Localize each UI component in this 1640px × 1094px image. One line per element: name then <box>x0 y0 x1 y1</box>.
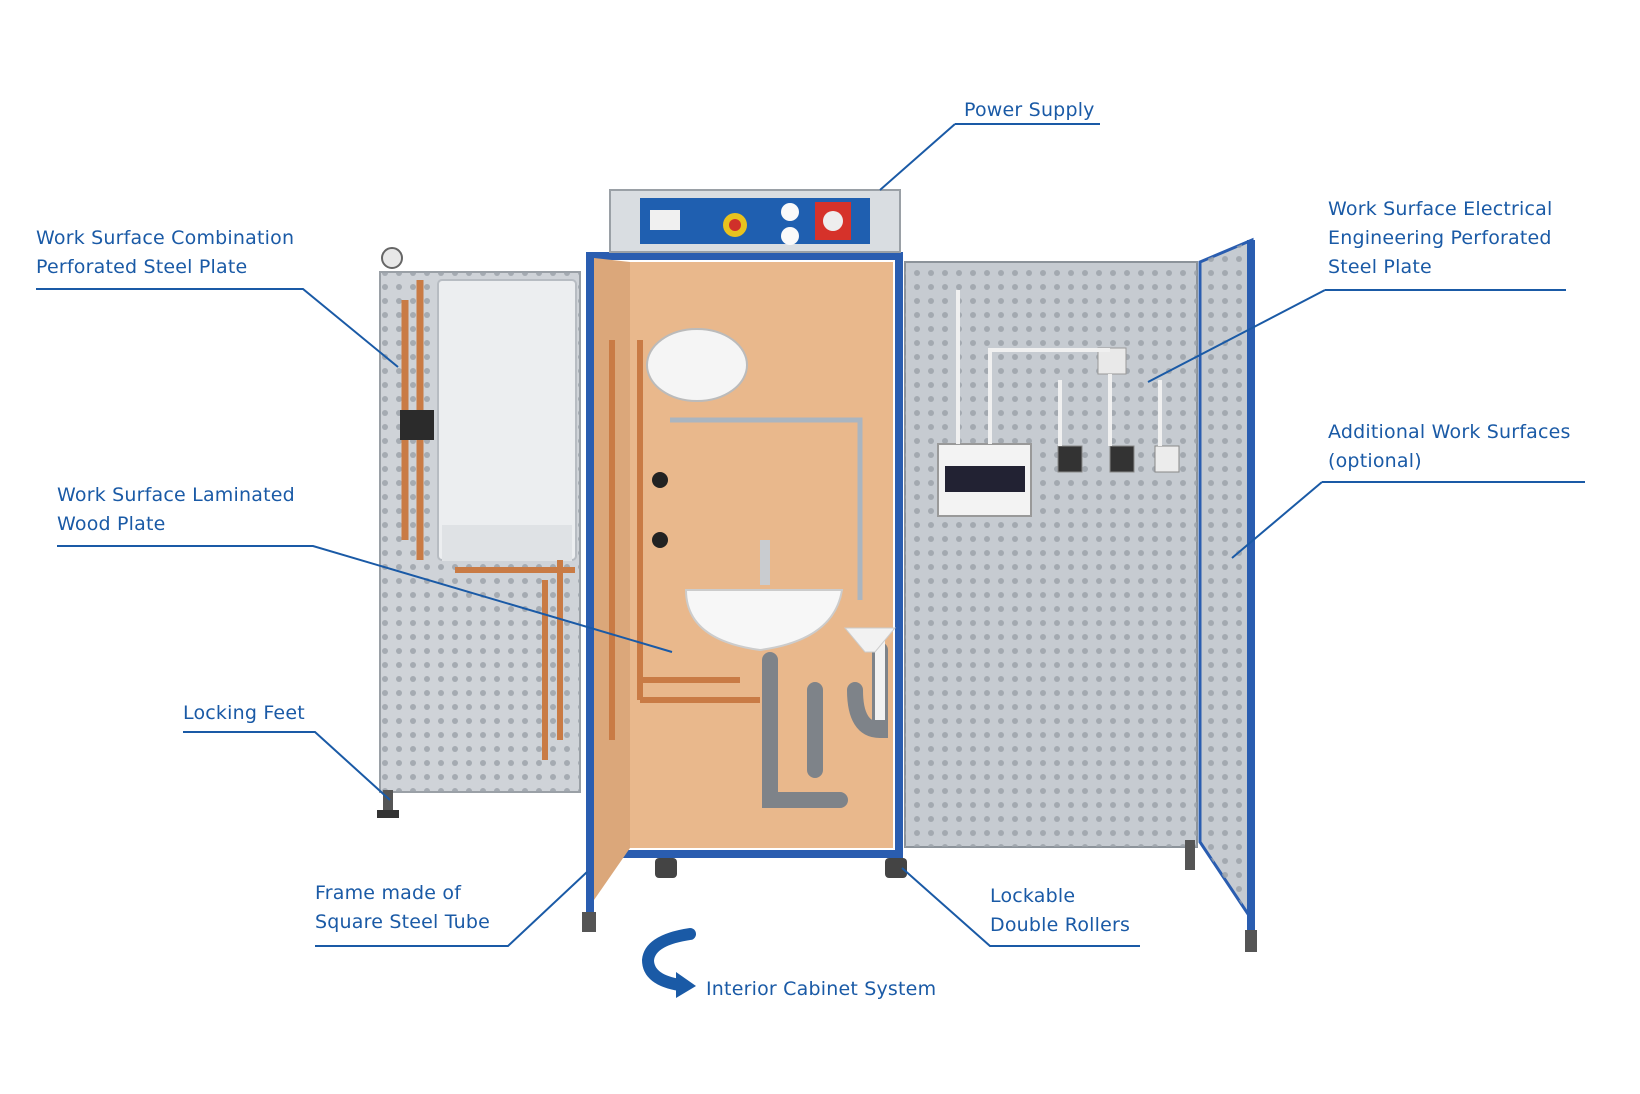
leader-additional-surfaces <box>1231 481 1585 559</box>
pressure-gauge <box>381 247 403 269</box>
label-additional-surfaces: Additional Work Surfaces (optional) <box>1328 418 1571 476</box>
switch-2 <box>1109 445 1135 473</box>
label-interior-cabinet: Interior Cabinet System <box>706 975 936 1004</box>
label-wood-plate-line2: Wood Plate <box>57 513 166 535</box>
label-electrical-plate-line2: Engineering Perforated <box>1328 227 1552 249</box>
label-frame-line2: Square Steel Tube <box>315 911 491 933</box>
right-foot <box>1185 840 1195 870</box>
label-locking-feet: Locking Feet <box>183 699 305 728</box>
leader-electrical-plate <box>1147 289 1566 383</box>
label-rollers: Lockable Double Rollers <box>990 882 1130 940</box>
electrical-panel <box>904 261 1198 870</box>
label-rollers-line1: Lockable <box>990 885 1076 907</box>
leader-power-supply <box>879 123 1100 191</box>
label-locking-feet-text: Locking Feet <box>183 702 305 724</box>
label-electrical-plate: Work Surface Electrical Engineering Perf… <box>1328 195 1553 282</box>
power-supply-box <box>609 189 901 253</box>
label-power-supply: Power Supply <box>964 96 1095 125</box>
leader-rollers <box>901 867 1140 947</box>
callout-lines <box>36 123 1585 947</box>
faucet <box>760 540 770 585</box>
left-locking-foot <box>383 790 393 812</box>
label-power-supply-text: Power Supply <box>964 99 1095 121</box>
frame-left-post <box>586 252 594 912</box>
label-rollers-line2: Double Rollers <box>990 914 1131 936</box>
socket <box>1154 445 1180 473</box>
frame-right-post <box>895 252 903 857</box>
pump-unit <box>400 410 434 440</box>
expansion-vessel <box>646 328 748 402</box>
label-combination-plate: Work Surface Combination Perforated Stee… <box>36 224 294 282</box>
additional-work-surface <box>1198 237 1257 952</box>
boiler-unit <box>437 279 577 561</box>
label-electrical-plate-line1: Work Surface Electrical <box>1328 198 1553 220</box>
label-frame: Frame made of Square Steel Tube <box>315 879 490 937</box>
roller-right <box>885 858 907 878</box>
label-combination-plate-line1: Work Surface Combination <box>36 227 295 249</box>
left-combination-panel <box>377 247 581 818</box>
label-additional-surfaces-line2: (optional) <box>1328 450 1422 472</box>
leader-wood-plate <box>57 545 673 653</box>
leader-frame <box>315 871 588 947</box>
label-frame-line1: Frame made of <box>315 882 462 904</box>
label-wood-plate: Work Surface Laminated Wood Plate <box>57 481 295 539</box>
label-electrical-plate-line3: Steel Plate <box>1328 256 1432 278</box>
frame-foot <box>582 912 596 932</box>
switch-1 <box>1057 445 1083 473</box>
leader-locking-feet <box>183 731 391 801</box>
label-interior-cabinet-text: Interior Cabinet System <box>706 978 937 1000</box>
center-cabinet <box>582 252 907 932</box>
leader-combination-plate <box>36 288 399 368</box>
rotate-arrow-icon <box>641 928 696 998</box>
label-combination-plate-line2: Perforated Steel Plate <box>36 256 248 278</box>
roller-left <box>655 858 677 878</box>
wash-basin <box>684 589 844 652</box>
label-additional-surfaces-line1: Additional Work Surfaces <box>1328 421 1571 443</box>
label-wood-plate-line1: Work Surface Laminated <box>57 484 295 506</box>
